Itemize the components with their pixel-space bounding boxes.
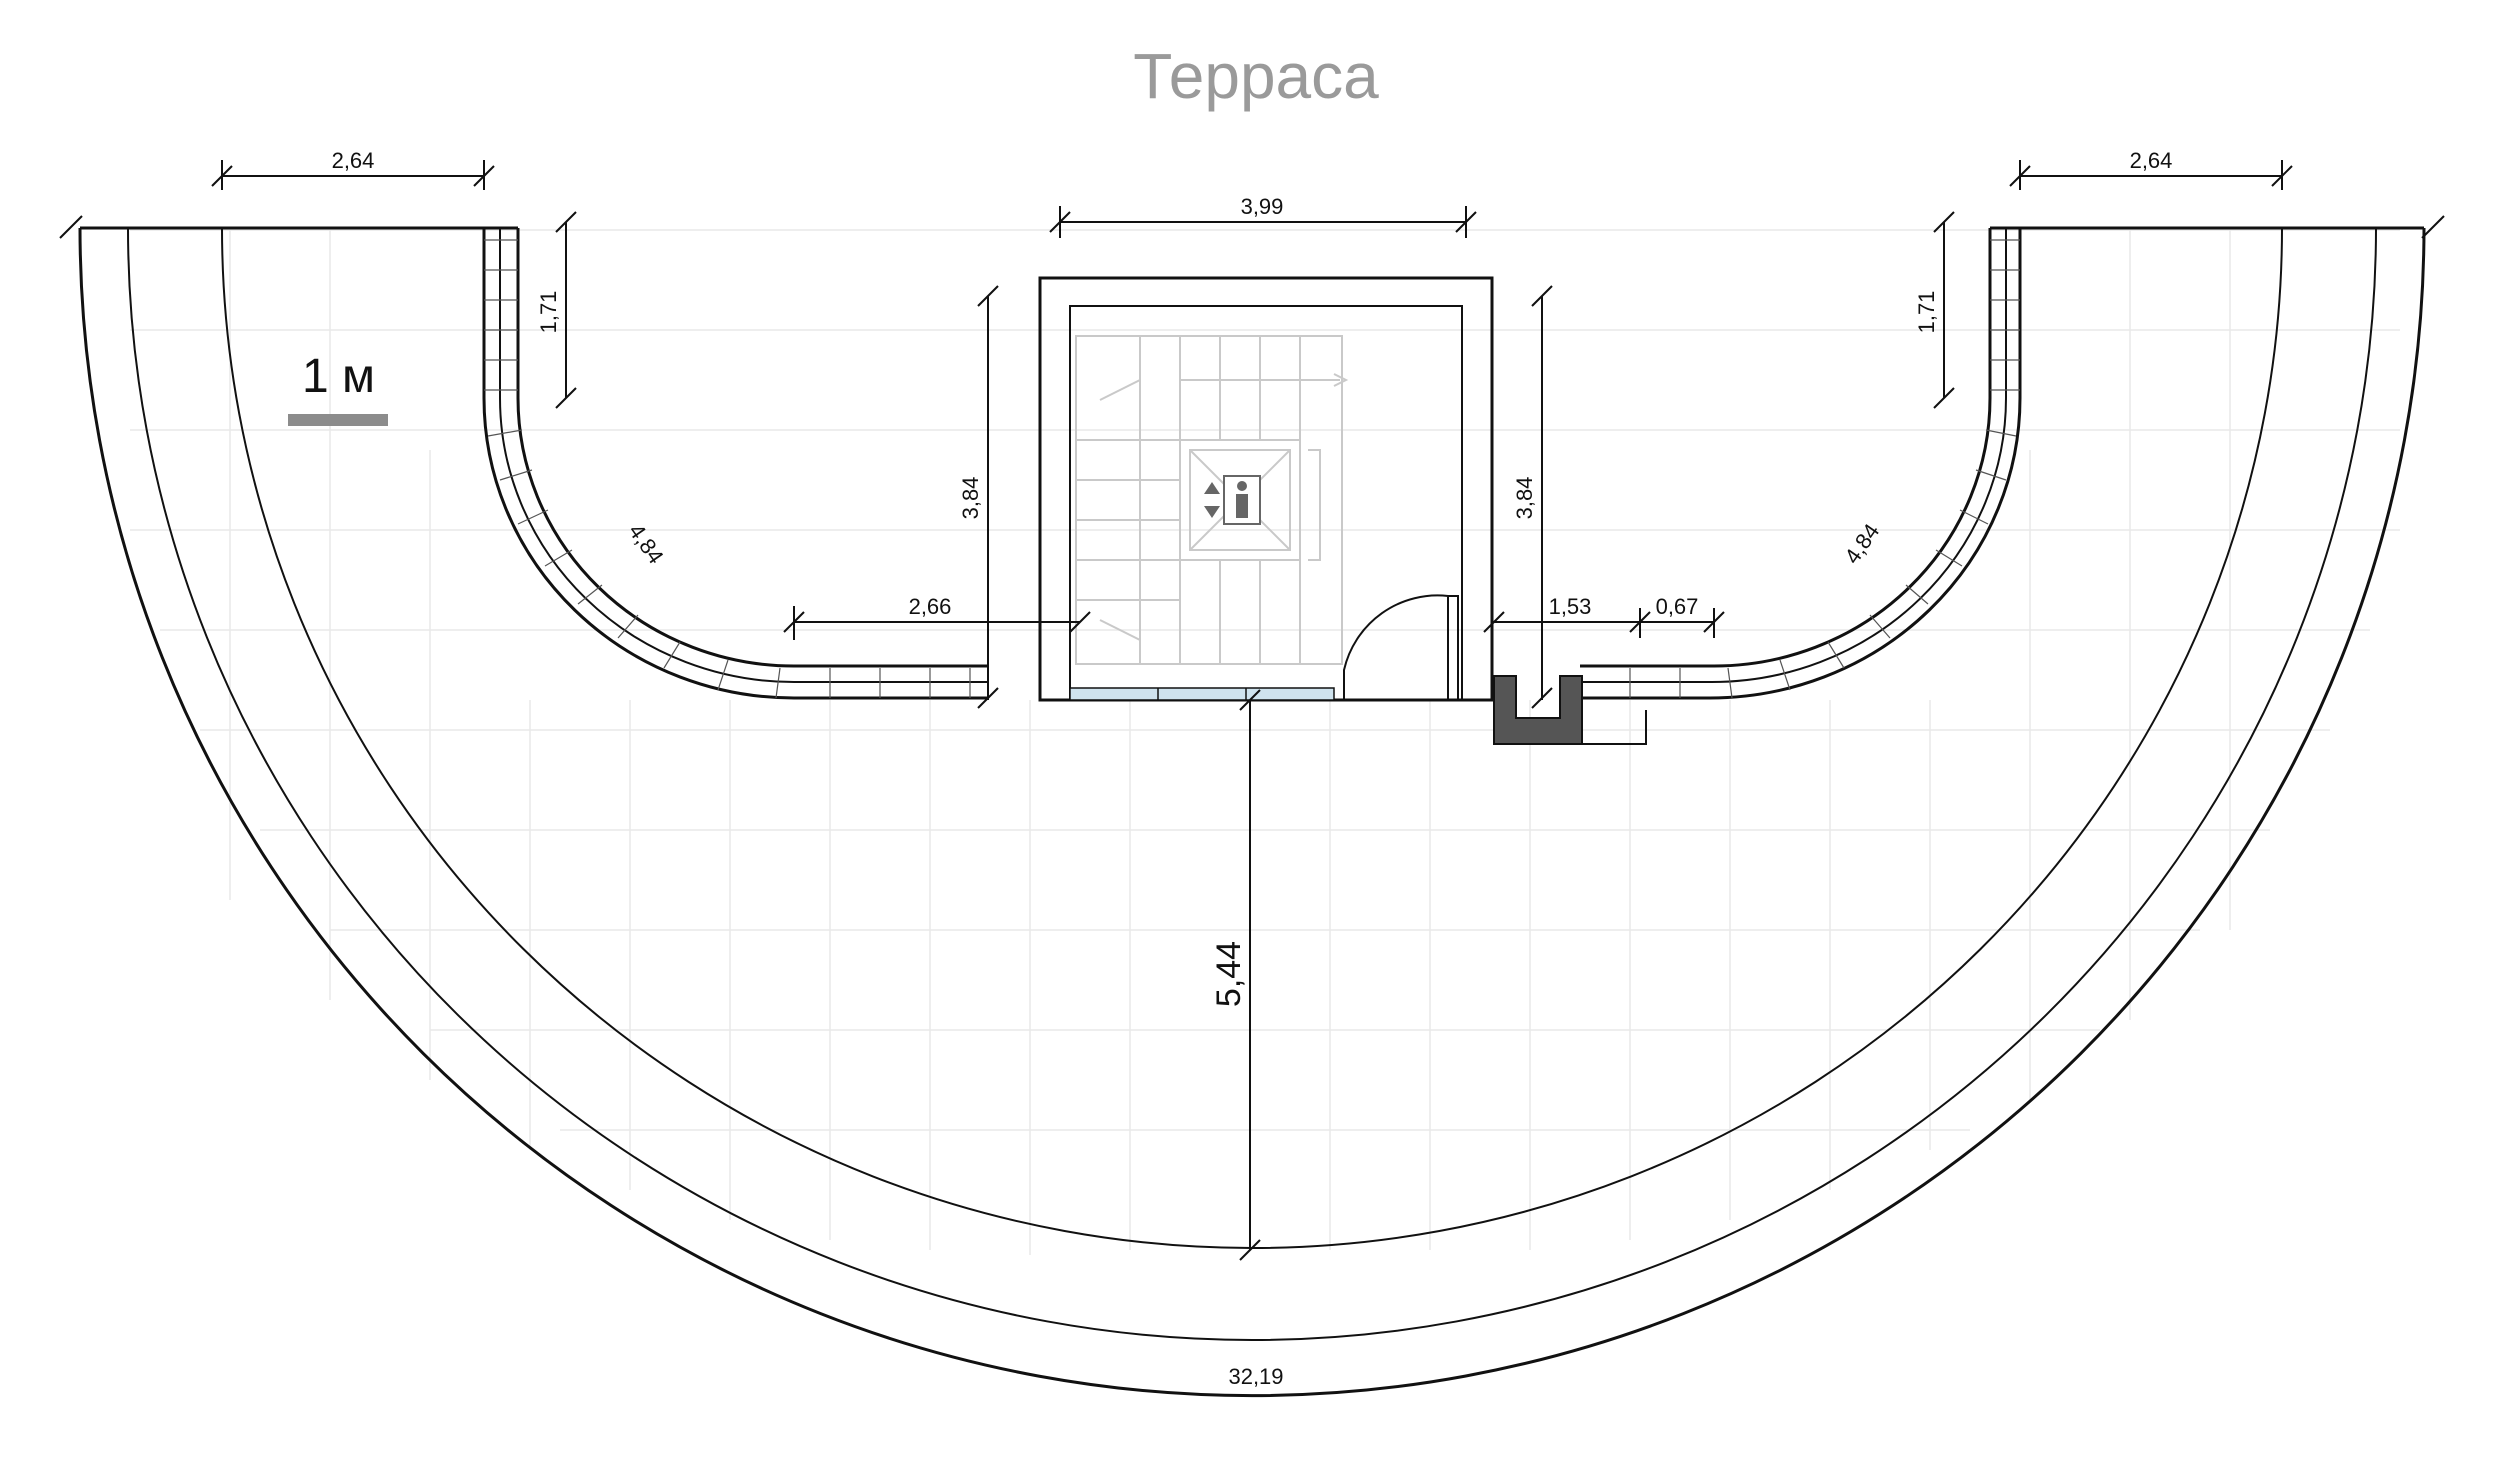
dim-right-top: 2,64 <box>2130 148 2173 173</box>
dim-outer-length: 32,19 <box>1228 1364 1283 1389</box>
dim-left-top: 2,64 <box>332 148 375 173</box>
left-facade <box>482 228 988 700</box>
dimension-lines <box>59 160 2445 1261</box>
staircase <box>1075 335 1349 665</box>
outer-arc <box>78 227 2426 1398</box>
scale-label: 1 м <box>302 350 375 403</box>
page-title: Терраса <box>1133 40 1379 112</box>
dim-terrace-depth: 5,44 <box>1210 941 1248 1007</box>
dim-left-segment: 2,66 <box>909 594 952 619</box>
elevator <box>1179 439 1321 561</box>
parapet-arc-outer <box>127 227 2377 1341</box>
background-grid <box>130 229 2400 1255</box>
dim-right-small-segment: 0,67 <box>1656 594 1699 619</box>
door <box>1343 594 1459 700</box>
dim-left-vertical: 1,71 <box>536 291 561 334</box>
dim-right-segment: 1,53 <box>1549 594 1592 619</box>
dim-stair-width: 3,99 <box>1241 194 1284 219</box>
elevator-icon <box>1204 475 1261 525</box>
right-facade <box>1580 228 2022 700</box>
scale-indicator: 1 м <box>288 350 388 426</box>
glazing <box>1069 687 1335 701</box>
dim-stair-depth-right: 3,84 <box>1512 477 1537 520</box>
dim-right-arc: 4,84 <box>1839 519 1884 568</box>
scale-bar <box>288 414 388 426</box>
terrace-outline <box>78 226 2426 1398</box>
dim-left-arc: 4,84 <box>624 519 669 568</box>
chimney <box>1493 675 1647 745</box>
stair-core <box>1038 276 1494 702</box>
dim-right-vertical: 1,71 <box>1914 291 1939 334</box>
dimension-labels: 2,64 2,64 3,99 1,71 1,71 4,84 4,84 3,84 … <box>332 148 2173 1389</box>
dim-stair-depth-left: 3,84 <box>958 477 983 520</box>
